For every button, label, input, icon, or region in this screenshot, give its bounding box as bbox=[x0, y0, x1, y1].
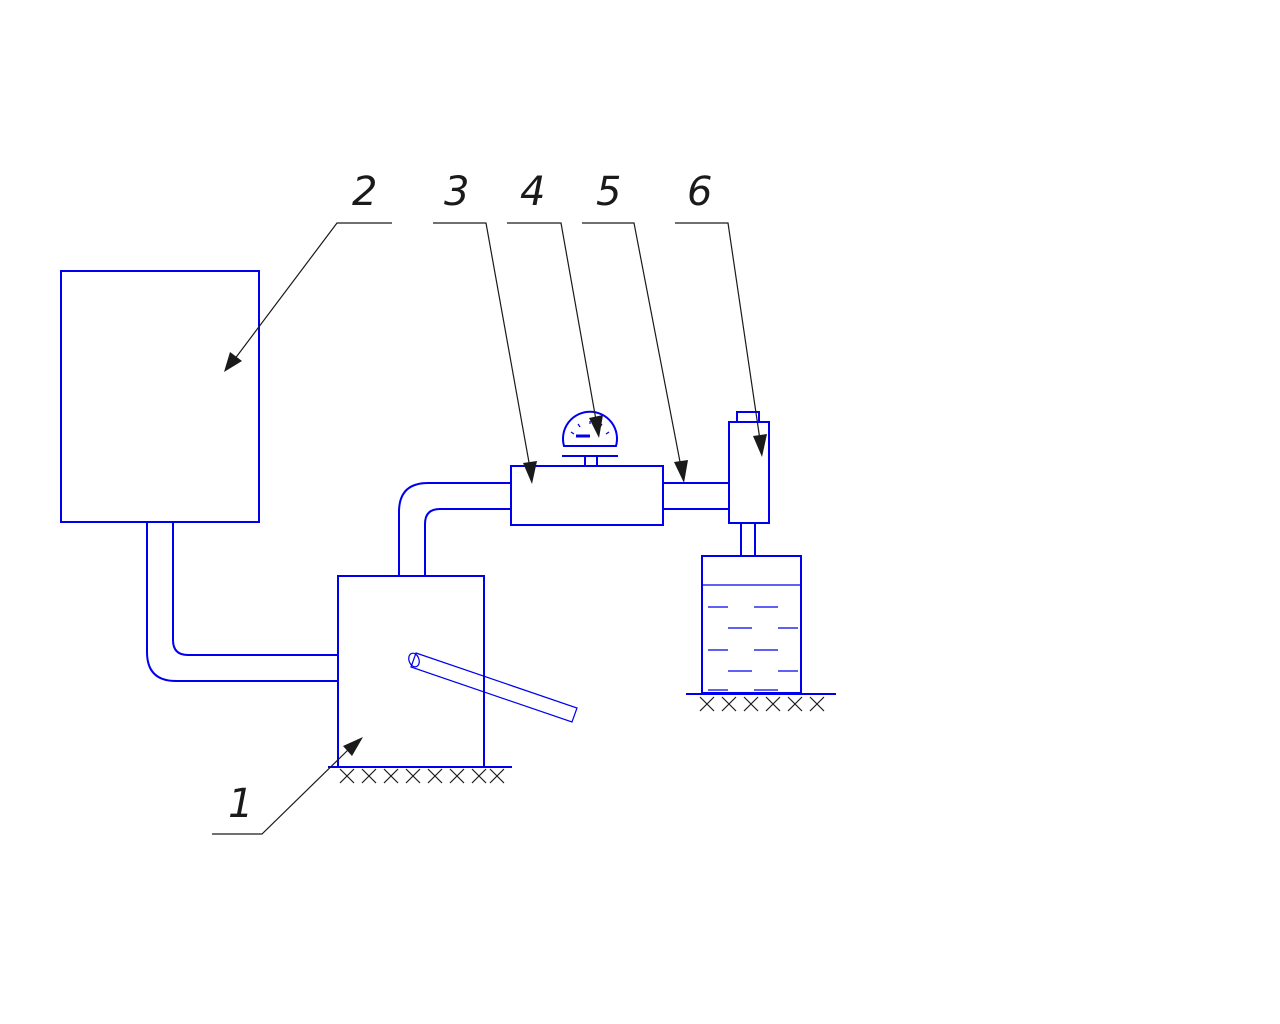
callout-label-3: 3 bbox=[444, 169, 469, 215]
pipe-unit-to-body bbox=[398, 482, 511, 576]
callout-5-leader bbox=[582, 222, 688, 483]
ground-unit-1 bbox=[328, 766, 512, 784]
callout-4-leader bbox=[507, 222, 603, 438]
body-3 bbox=[510, 465, 664, 526]
ground-vessel bbox=[686, 693, 836, 712]
inclined-rod bbox=[408, 652, 578, 723]
pipe-5 bbox=[663, 482, 729, 510]
separator-6 bbox=[728, 411, 770, 556]
callout-3-leader bbox=[433, 222, 537, 484]
callout-label-2: 2 bbox=[352, 169, 377, 215]
callout-2-leader bbox=[224, 222, 392, 372]
callout-label-5: 5 bbox=[596, 169, 621, 215]
callout-1-leader bbox=[212, 737, 363, 835]
pipe-tank-to-unit bbox=[146, 522, 338, 682]
callout-label-1: 1 bbox=[228, 781, 253, 827]
callout-label-4: 4 bbox=[520, 169, 545, 215]
liquid-lines bbox=[708, 606, 798, 691]
callout-6-leader bbox=[675, 222, 767, 457]
receiving-vessel bbox=[701, 555, 802, 694]
tank-2 bbox=[60, 270, 260, 523]
unit-1 bbox=[337, 575, 578, 768]
callout-label-6: 6 bbox=[687, 169, 712, 215]
